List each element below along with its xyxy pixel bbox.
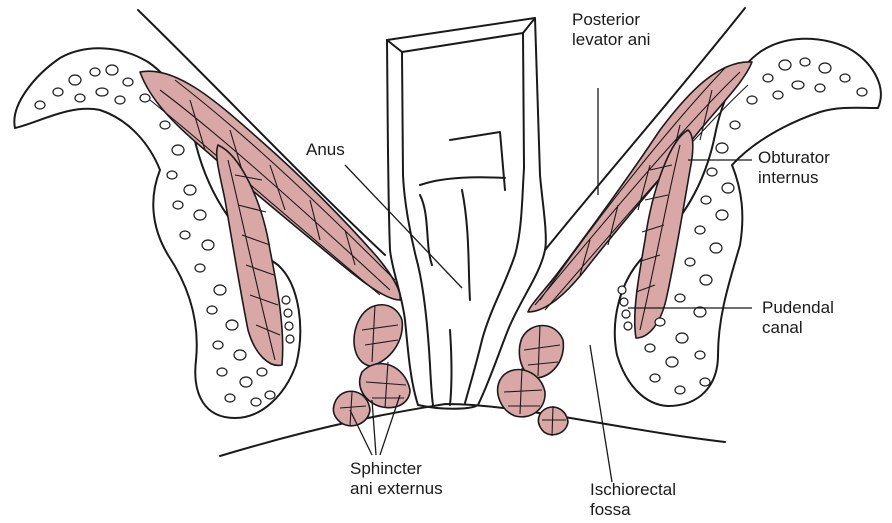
left-sphincter-lobe-upper (354, 305, 402, 366)
label-obturator-internus: Obturator internus (758, 148, 830, 188)
label-posterior-levator-ani-line1: Posterior (572, 10, 650, 30)
label-obturator-internus-line1: Obturator (758, 148, 830, 168)
label-posterior-levator-ani-line2: levator ani (572, 30, 650, 50)
rectal-folds (420, 132, 505, 405)
label-sphincter-ani-externus-line2: ani externus (350, 479, 443, 499)
label-ischiorectal-fossa-line2: fossa (590, 500, 676, 520)
label-pudendal-canal-line1: Pudendal (762, 298, 834, 318)
ischiorectal-fossa-leader-line (590, 345, 612, 482)
sphincter-leader-line-b (372, 400, 376, 455)
label-posterior-levator-ani: Posterior levator ani (572, 10, 650, 50)
label-obturator-internus-line2: internus (758, 168, 830, 188)
rectum-inner-wall (402, 33, 524, 405)
label-anus-text: Anus (306, 140, 345, 159)
label-pudendal-canal: Pudendal canal (762, 298, 834, 338)
label-pudendal-canal-line2: canal (762, 318, 834, 338)
label-ischiorectal-fossa-line1: Ischiorectal (590, 480, 676, 500)
label-sphincter-ani-externus: Sphincter ani externus (350, 459, 443, 499)
label-ischiorectal-fossa: Ischiorectal fossa (590, 480, 676, 520)
label-sphincter-ani-externus-line1: Sphincter (350, 459, 443, 479)
label-anus: Anus (306, 140, 345, 160)
perineal-skin-line (220, 404, 725, 456)
